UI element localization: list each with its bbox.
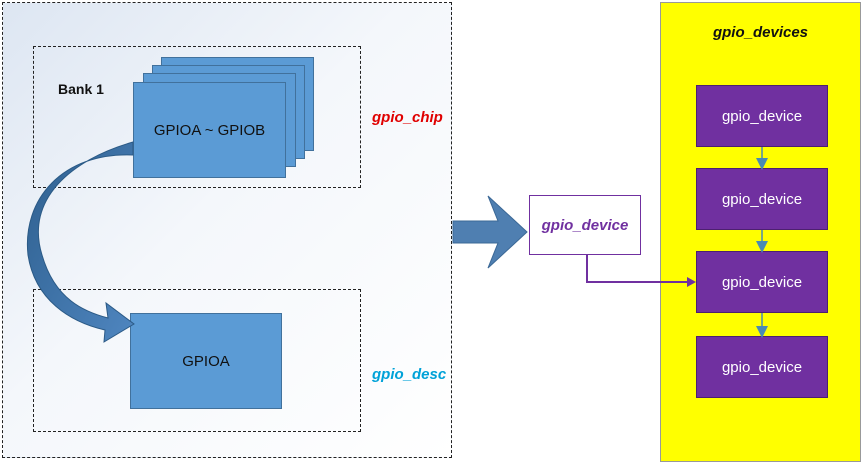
- gpio-desc-region: [33, 289, 361, 432]
- bank-label: Bank 1: [58, 81, 104, 97]
- device-list-item-label: gpio_device: [721, 358, 803, 376]
- device-list-item-label: gpio_device: [721, 107, 803, 125]
- gpio-chip-label: gpio_chip: [372, 109, 443, 126]
- gpio-chip-region: [33, 46, 361, 188]
- gpio-chip-block-label: GPIOA ~ GPIOB: [153, 121, 266, 139]
- gpio-device-box: gpio_device: [529, 195, 641, 255]
- gpio-device-box-label: gpio_device: [541, 216, 629, 234]
- gpio-devices-title: gpio_devices: [712, 24, 809, 41]
- device-list-item-label: gpio_device: [721, 190, 803, 208]
- device-list-item: gpio_device: [696, 85, 828, 147]
- gpio-desc-block: GPIOA: [130, 313, 282, 409]
- link-connector-line: [586, 255, 690, 283]
- device-list-item: gpio_device: [696, 251, 828, 313]
- device-list-item-label: gpio_device: [721, 273, 803, 291]
- gpio-chip-block: GPIOA ~ GPIOB: [133, 82, 286, 178]
- link-connector-arrowhead: [687, 277, 696, 287]
- device-list-item: gpio_device: [696, 168, 828, 230]
- block-arrow: [452, 195, 528, 269]
- gpio-desc-label: gpio_desc: [372, 366, 447, 383]
- curved-mapping-arrow: [26, 141, 135, 343]
- gpio-desc-block-label: GPIOA: [182, 352, 230, 370]
